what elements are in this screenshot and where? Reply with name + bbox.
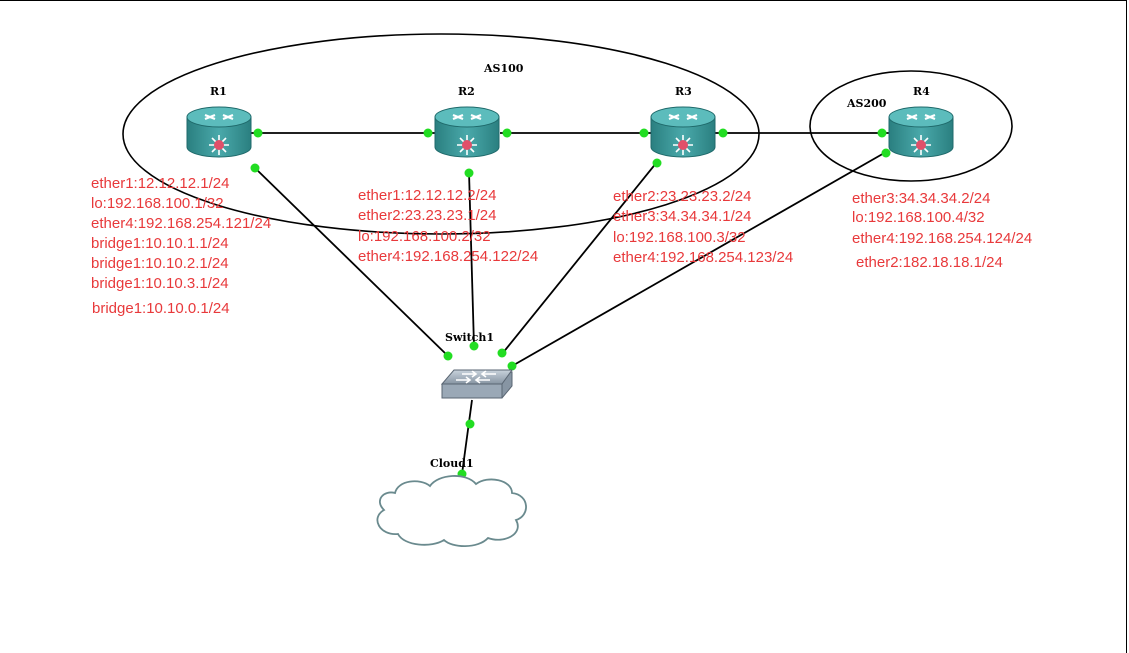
r2-interface-label: ether2:23.23.23.1/24	[358, 207, 497, 224]
router-icon	[888, 106, 954, 158]
router-icon	[186, 106, 252, 158]
port-dot	[465, 419, 475, 429]
link-switch-cloud[interactable]	[461, 399, 473, 475]
link-r2-switch[interactable]	[468, 171, 475, 347]
link-r4-switch[interactable]	[511, 151, 887, 367]
port-dot	[652, 158, 662, 168]
switch-icon	[440, 369, 513, 399]
router-r1[interactable]	[186, 106, 252, 158]
r4-label: R4	[913, 85, 930, 98]
r1-interface-label: ether1:12.12.12.1/24	[91, 175, 230, 192]
as200-boundary[interactable]	[809, 70, 1013, 182]
switch1-label: Switch1	[445, 331, 495, 344]
r3-label: R3	[675, 85, 692, 98]
r1-interface-label: ether4:192.168.254.121/24	[91, 215, 272, 232]
as200-label: AS200	[847, 97, 887, 110]
as100-label: AS100	[484, 62, 524, 75]
r1-interface-label: lo:192.168.100.1/32	[91, 195, 224, 212]
r4-interface-label: ether4:192.168.254.124/24	[852, 230, 1033, 247]
r1-interface-label: bridge1:10.10.0.1/24	[92, 300, 230, 317]
r1-interface-label: bridge1:10.10.3.1/24	[91, 275, 229, 292]
r3-interface-label: ether4:192.168.254.123/24	[613, 249, 794, 266]
port-dot	[423, 128, 433, 138]
link-dots	[250, 128, 891, 479]
port-dot	[507, 361, 517, 371]
r4-interface-label: ether3:34.34.34.2/24	[852, 190, 991, 207]
port-dot	[639, 128, 649, 138]
cloud1-label: Cloud1	[430, 457, 474, 470]
port-dot	[253, 128, 263, 138]
port-dot	[497, 348, 507, 358]
port-dot	[464, 168, 474, 178]
r1-label: R1	[210, 85, 227, 98]
cloud-cloud1[interactable]	[376, 475, 527, 548]
r3-interface-label: ether2:23.23.23.2/24	[613, 188, 752, 205]
router-r2[interactable]	[434, 106, 500, 158]
r3-interface-label: lo:192.168.100.3/32	[613, 229, 746, 246]
r2-label: R2	[458, 85, 475, 98]
router-icon	[650, 106, 716, 158]
router-r3[interactable]	[650, 106, 716, 158]
port-dot	[718, 128, 728, 138]
r1-interface-label: bridge1:10.10.2.1/24	[91, 255, 229, 272]
port-dot	[250, 163, 260, 173]
r2-interface-label: lo:192.168.100.2/32	[358, 228, 491, 245]
link-r3-switch[interactable]	[501, 161, 658, 355]
r4-interface-label: lo:192.168.100.4/32	[852, 209, 985, 226]
router-icon	[434, 106, 500, 158]
port-dot	[502, 128, 512, 138]
r2-interface-label: ether1:12.12.12.2/24	[358, 187, 497, 204]
links	[250, 132, 890, 475]
link-r1-switch[interactable]	[254, 167, 449, 357]
as100-boundary[interactable]	[122, 33, 760, 235]
cloud-icon	[376, 475, 527, 548]
port-dot	[881, 148, 891, 158]
r4-interface-label: ether2:182.18.18.1/24	[856, 254, 1003, 271]
r1-interface-label: bridge1:10.10.1.1/24	[91, 235, 229, 252]
r2-interface-label: ether4:192.168.254.122/24	[358, 248, 539, 265]
router-r4[interactable]	[888, 106, 954, 158]
switch-switch1[interactable]	[440, 369, 513, 399]
port-dot	[877, 128, 887, 138]
port-dot	[469, 341, 479, 351]
r3-interface-label: ether3:34.34.34.1/24	[613, 208, 752, 225]
port-dot	[443, 351, 453, 361]
